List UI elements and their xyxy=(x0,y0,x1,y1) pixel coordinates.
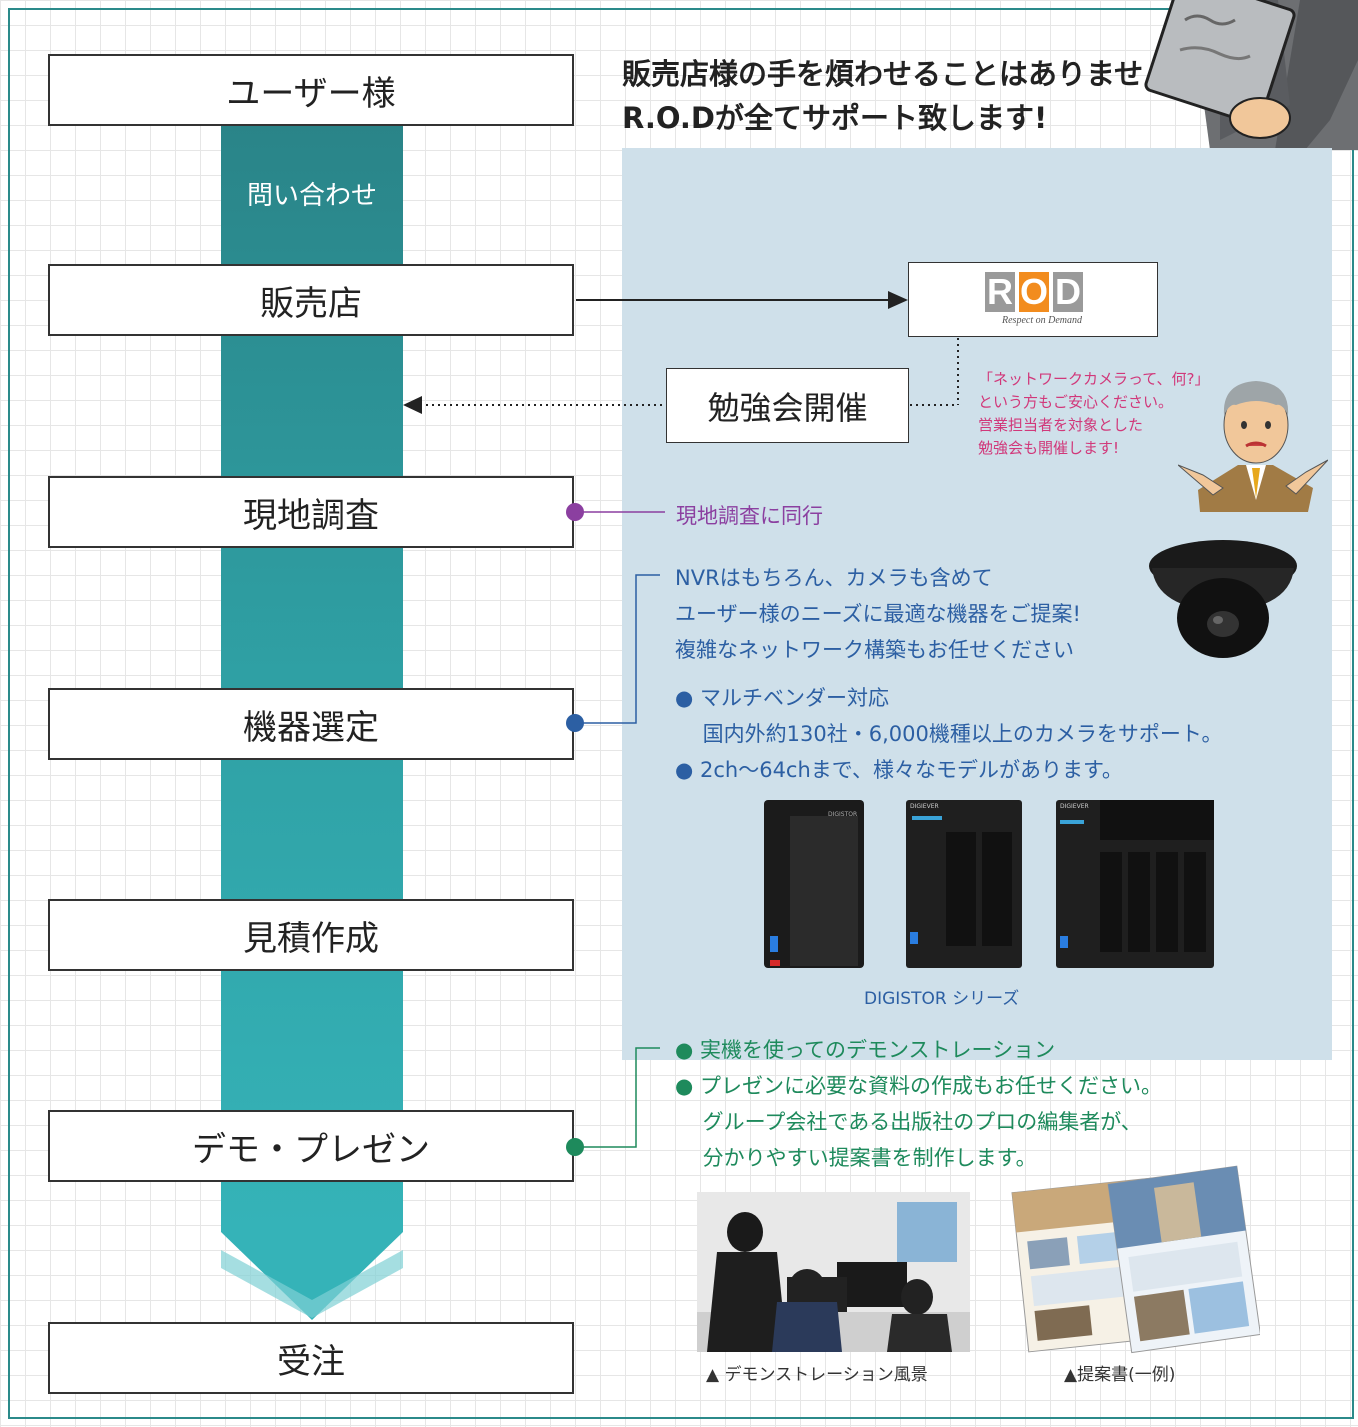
product-brand-2: DIGIEVER xyxy=(910,803,939,810)
rod-logo: R O D xyxy=(985,271,1083,312)
selection-bullets: ● マルチベンダー対応 国内外約130社・6,000機種以上のカメラをサポート。… xyxy=(675,680,1222,788)
flow-arrow-head xyxy=(221,1220,403,1320)
study-note-line: 勉強会も開催します! xyxy=(978,439,1120,457)
demo-note-line: グループ会社である出版社のプロの編集者が、 xyxy=(675,1110,1142,1134)
step-selection: 機器選定 xyxy=(48,688,574,760)
step-dealer-label: 販売店 xyxy=(260,283,362,324)
proposal-caption: ▲提案書(一例) xyxy=(1064,1365,1176,1385)
step-order: 受注 xyxy=(48,1322,574,1394)
rod-letter-d: D xyxy=(1053,271,1083,312)
step-selection-label: 機器選定 xyxy=(243,707,379,748)
demo-dot xyxy=(566,1138,584,1156)
headline-line-1: 販売店様の手を煩わせることはありません。 xyxy=(622,57,1202,91)
demo-note-line: ● 実機を使ってのデモンストレーション xyxy=(675,1038,1056,1062)
study-note-line: 営業担当者を対象とした xyxy=(978,416,1144,434)
step-demo-label: デモ・プレゼン xyxy=(192,1129,430,1170)
headline-line-2: R.O.Dが全てサポート致します! xyxy=(622,101,1048,135)
rod-logo-box: R O D Respect on Demand xyxy=(908,262,1158,337)
selection-bullet: 国内外約130社・6,000機種以上のカメラをサポート。 xyxy=(675,722,1223,746)
selection-note-line: NVRはもちろん、カメラも含めて xyxy=(675,566,993,590)
selection-bullet: ● 2ch〜64chまで、様々なモデルがあります。 xyxy=(675,758,1123,782)
selection-note-line: 複雑なネットワーク構築もお任せください xyxy=(675,638,1074,662)
study-session-label: 勉強会開催 xyxy=(707,388,868,427)
study-note: 「ネットワークカメラって、何?」 という方もご安心ください。 営業担当者を対象と… xyxy=(978,368,1209,460)
demo-photo-caption: ▲ デモンストレーション風景 xyxy=(706,1365,928,1385)
step-dealer: 販売店 xyxy=(48,264,574,336)
outer-frame xyxy=(8,8,1354,1419)
demo-note-line: ● プレゼンに必要な資料の作成もお任せください。 xyxy=(675,1074,1162,1098)
product-brand-1: DIGISTOR xyxy=(828,811,857,818)
selection-bullet: ● マルチベンダー対応 xyxy=(675,686,889,710)
businessman-illustration xyxy=(1144,0,1358,150)
step-estimate: 見積作成 xyxy=(48,899,574,971)
proposal-documents-image xyxy=(1011,1165,1260,1354)
step-demo: デモ・プレゼン xyxy=(48,1110,574,1182)
study-note-line: という方もご安心ください。 xyxy=(978,393,1174,411)
selection-note-line: ユーザー様のニーズに最適な機器をご提案! xyxy=(675,602,1081,626)
dome-camera-image xyxy=(1149,540,1297,658)
products-caption: DIGISTOR シリーズ xyxy=(864,989,1020,1009)
headline: 販売店様の手を煩わせることはありません。 R.O.Dが全てサポート致します! xyxy=(622,52,1201,140)
rod-tagline: Respect on Demand xyxy=(1002,315,1082,326)
step-user-label: ユーザー様 xyxy=(226,73,396,114)
demo-photo xyxy=(697,1192,970,1352)
survey-note: 現地調査に同行 xyxy=(676,504,823,528)
step-order-label: 受注 xyxy=(277,1341,345,1382)
nvr-products-image: DIGISTOR DIGIEVER DIGIEVER xyxy=(764,800,1214,968)
study-note-line: 「ネットワークカメラって、何?」 xyxy=(978,370,1210,388)
rod-letter-r: R xyxy=(985,271,1015,312)
demo-note: ● 実機を使ってのデモンストレーション ● プレゼンに必要な資料の作成もお任せく… xyxy=(675,1032,1162,1176)
study-session-box: 勉強会開催 xyxy=(666,368,909,443)
selection-note: NVRはもちろん、カメラも含めて ユーザー様のニーズに最適な機器をご提案! 複雑… xyxy=(675,560,1081,668)
step-inquiry-label: 問い合わせ xyxy=(246,181,377,211)
step-estimate-label: 見積作成 xyxy=(243,918,379,959)
survey-dot xyxy=(566,503,584,521)
elder-businessman-illustration xyxy=(1178,381,1328,512)
step-survey-label: 現地調査 xyxy=(243,495,379,536)
rod-letter-o: O xyxy=(1019,271,1049,312)
demo-note-line: 分かりやすい提案書を制作します。 xyxy=(675,1146,1037,1170)
step-survey: 現地調査 xyxy=(48,476,574,548)
product-brand-3: DIGIEVER xyxy=(1060,803,1089,810)
step-user: ユーザー様 xyxy=(48,54,574,126)
selection-dot xyxy=(566,714,584,732)
